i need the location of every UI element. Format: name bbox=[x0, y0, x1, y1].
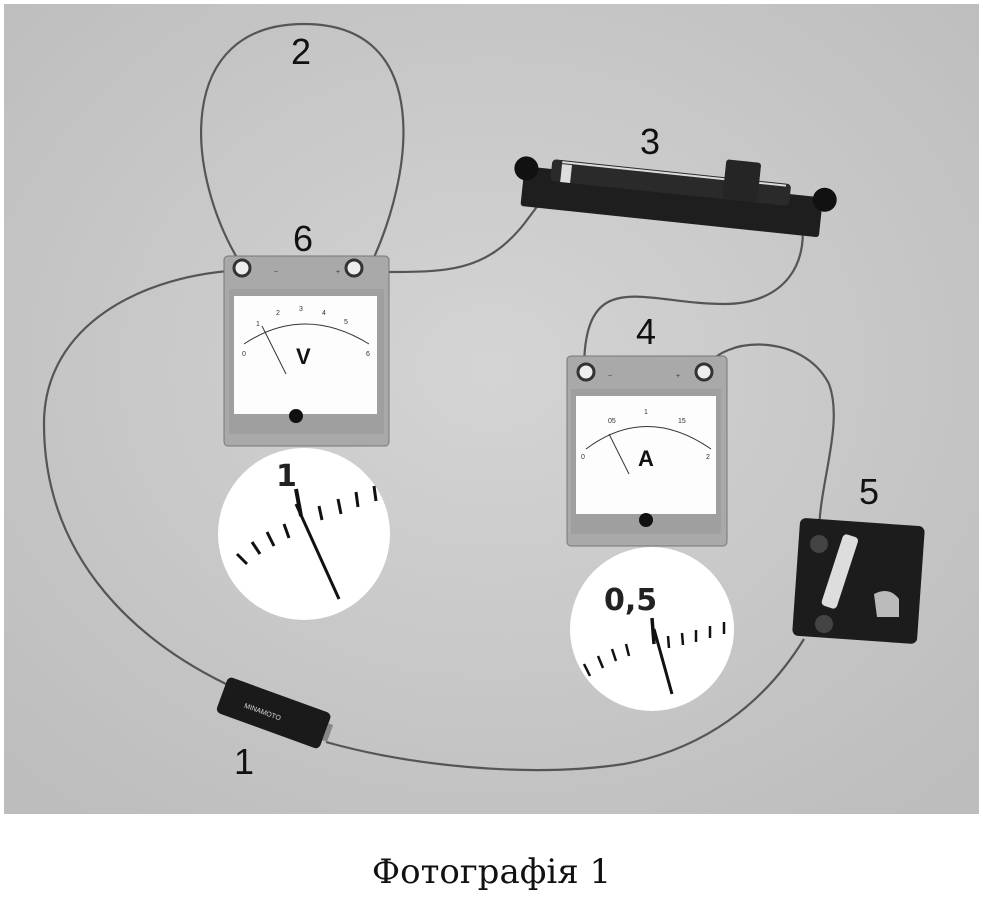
ammeter-scale: 0 05 1 15 2 bbox=[581, 409, 710, 461]
zero-adjust-knob[interactable] bbox=[639, 513, 653, 527]
svg-text:4: 4 bbox=[322, 310, 326, 317]
needle bbox=[294, 503, 341, 600]
voltmeter-symbol: V bbox=[296, 344, 311, 369]
voltmeter-scale: 0 1 2 3 4 5 6 bbox=[242, 306, 370, 358]
svg-text:3: 3 bbox=[299, 306, 303, 313]
svg-text:0: 0 bbox=[581, 454, 585, 461]
svg-text:1: 1 bbox=[644, 409, 648, 416]
callout-value: 0,5 bbox=[604, 583, 657, 618]
wire-battery-key bbox=[325, 638, 805, 772]
label-3: 3 bbox=[640, 121, 660, 162]
ammeter-symbol: A bbox=[638, 446, 654, 471]
callout-value: 1 bbox=[276, 459, 297, 494]
svg-text:05: 05 bbox=[608, 418, 616, 425]
ammeter-reading-callout: 0,5 bbox=[570, 547, 734, 711]
svg-text:2: 2 bbox=[706, 454, 710, 461]
minus-sign: − bbox=[608, 373, 612, 380]
plus-sign: + bbox=[336, 269, 340, 276]
label-4: 4 bbox=[636, 311, 656, 352]
svg-text:15: 15 bbox=[678, 418, 686, 425]
switch-key[interactable] bbox=[792, 518, 925, 644]
svg-text:6: 6 bbox=[366, 351, 370, 358]
svg-text:2: 2 bbox=[276, 310, 280, 317]
terminal-minus[interactable] bbox=[232, 258, 252, 278]
terminal-plus[interactable] bbox=[694, 362, 714, 382]
terminal-plus[interactable] bbox=[344, 258, 364, 278]
rheostat[interactable] bbox=[510, 137, 839, 238]
needle bbox=[608, 433, 630, 475]
wire-rheostat-ammeter bbox=[582, 203, 804, 371]
label-2: 2 bbox=[291, 31, 311, 72]
plus-sign: + bbox=[676, 373, 680, 380]
zero-adjust-knob[interactable] bbox=[289, 409, 303, 423]
figure-caption: Фотографія 1 bbox=[371, 852, 612, 892]
wire-ammeter-key bbox=[703, 343, 835, 535]
background bbox=[4, 4, 979, 814]
label-5: 5 bbox=[859, 471, 879, 512]
terminal-minus[interactable] bbox=[576, 362, 596, 382]
svg-text:1: 1 bbox=[256, 321, 260, 328]
svg-text:5: 5 bbox=[344, 319, 348, 326]
ammeter: − + 0 05 1 15 2 A bbox=[566, 355, 728, 547]
wires bbox=[42, 22, 835, 772]
circuit-photo: − + 0 1 2 3 4 5 6 V − + 0 05 1 15 2 bbox=[4, 4, 979, 814]
label-6: 6 bbox=[293, 218, 313, 259]
voltmeter: − + 0 1 2 3 4 5 6 V bbox=[223, 255, 390, 447]
wire-voltmeter-rheostat bbox=[375, 203, 540, 274]
label-1: 1 bbox=[234, 741, 254, 782]
svg-text:0: 0 bbox=[242, 351, 246, 358]
needle bbox=[652, 628, 674, 695]
voltmeter-reading-callout: 1 bbox=[218, 448, 390, 620]
minus-sign: − bbox=[274, 269, 278, 276]
wire-loop bbox=[200, 22, 405, 267]
battery: MINAMOTO bbox=[216, 677, 334, 749]
needle bbox=[261, 325, 287, 375]
wire-voltmeter-battery bbox=[42, 268, 245, 685]
